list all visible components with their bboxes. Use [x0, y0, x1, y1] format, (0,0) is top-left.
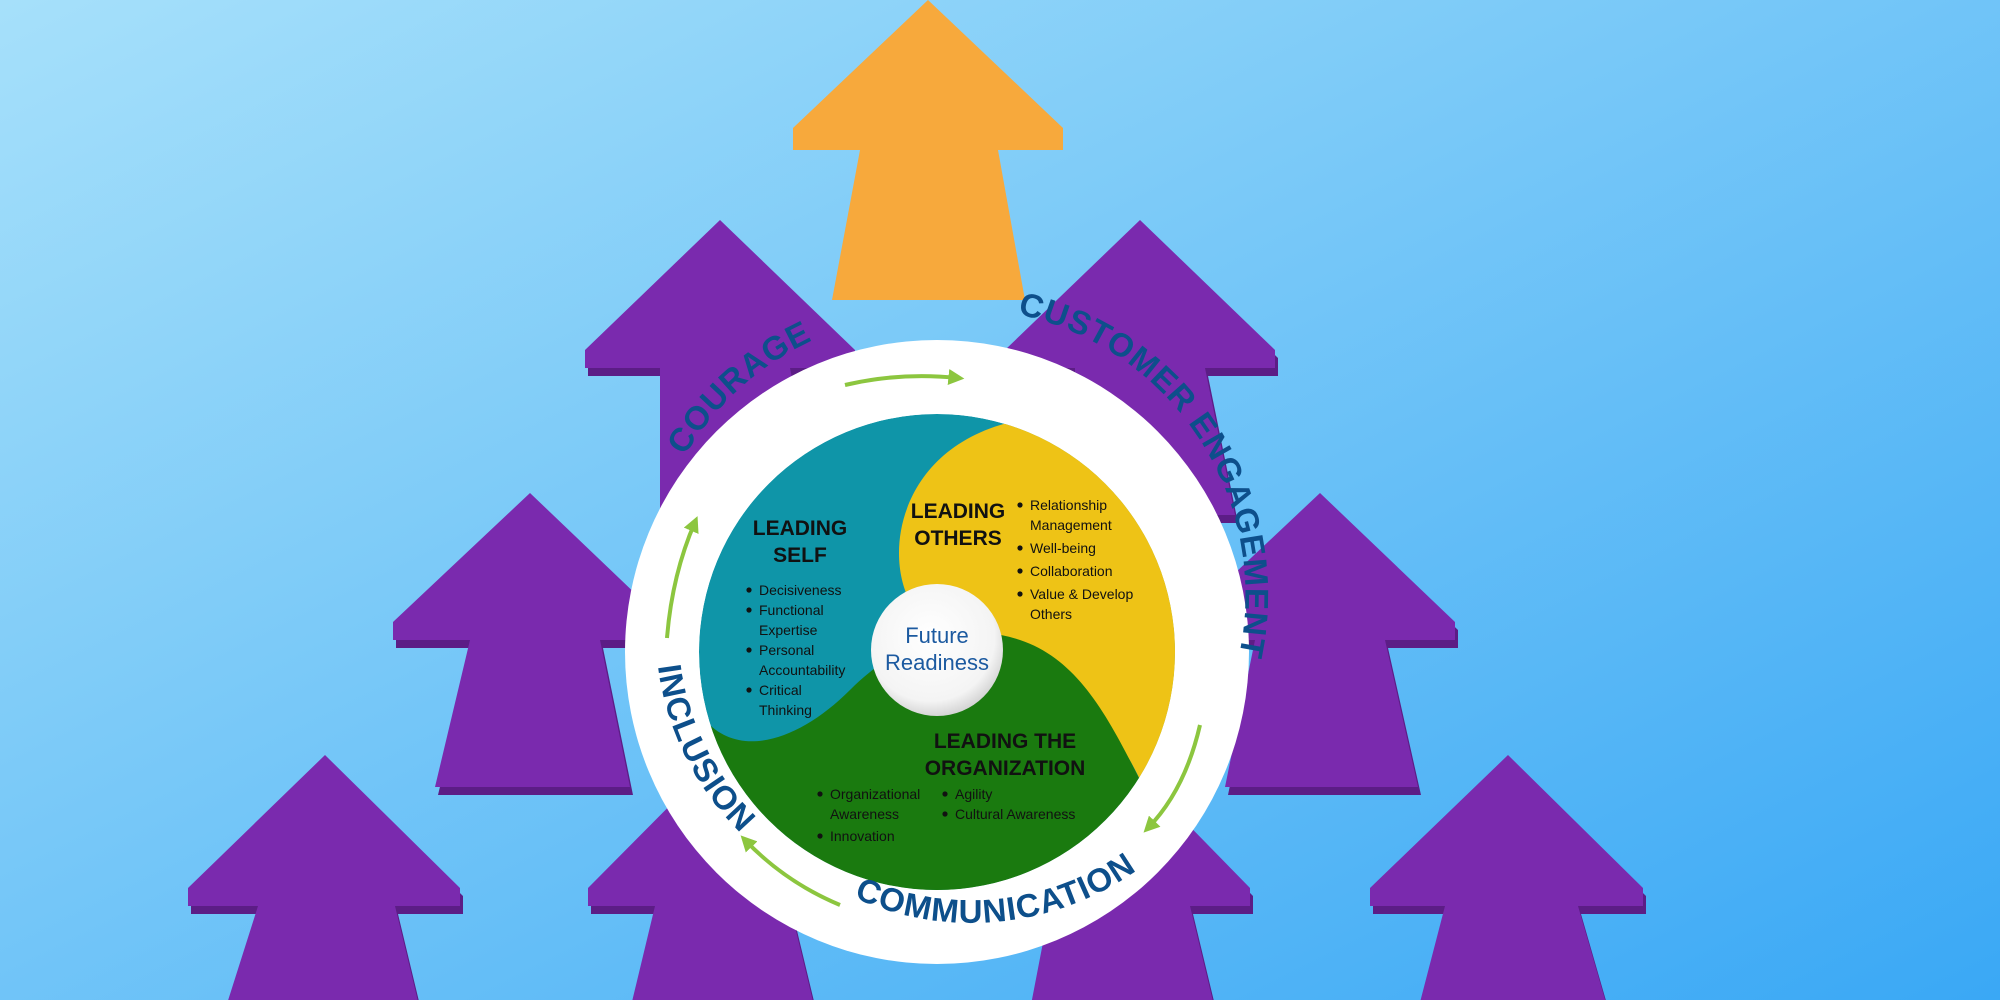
bullet-text: Relationship: [1030, 497, 1107, 513]
orange-arrow-icon: [793, 0, 1063, 300]
bullet-dot-icon: [817, 791, 823, 797]
bullet-text: Management: [1030, 517, 1112, 533]
leading-org-title1: LEADING THE: [934, 730, 1076, 753]
leading-org-title2: ORGANIZATION: [925, 757, 1086, 780]
center-circle: [871, 584, 1003, 716]
bullet-text: Innovation: [830, 828, 895, 844]
bullet-text: Awareness: [830, 806, 899, 822]
bullet-dot-icon: [746, 687, 752, 693]
purple-arrow-icon: [393, 493, 668, 795]
bullet-text: Well-being: [1030, 540, 1096, 556]
bullet-dot-icon: [746, 607, 752, 613]
leading-others-segment: [899, 420, 1175, 790]
center-label-line1: Future: [905, 623, 969, 648]
purple-arrow-icon: [188, 755, 463, 1000]
ring-arrows: [665, 369, 1202, 907]
bullet-dot-icon: [942, 811, 948, 817]
bullet-text: Value & Develop: [1030, 586, 1133, 602]
bullet-text: Functional: [759, 602, 824, 618]
bullet-dot-icon: [746, 587, 752, 593]
bullet-dot-icon: [1017, 568, 1023, 574]
leading-self-block: LEADING SELF DecisivenessFunctionalExper…: [746, 517, 847, 718]
leading-organization-block: LEADING THE ORGANIZATION OrganizationalA…: [817, 730, 1085, 844]
bullet-text: Others: [1030, 606, 1072, 622]
bullet-text: Expertise: [759, 622, 818, 638]
bullet-text: Decisiveness: [759, 582, 841, 598]
leading-others-title1: LEADING: [911, 500, 1006, 523]
bullet-dot-icon: [817, 833, 823, 839]
arrow-customer-to-communication-icon: [1143, 724, 1202, 833]
leading-self-title2: SELF: [773, 544, 827, 567]
arrow-communication-to-inclusion-icon: [740, 835, 841, 907]
purple-arrow-icon: [1370, 755, 1646, 1000]
purple-arrow-icon: [1005, 220, 1278, 523]
leading-others-title2: OTHERS: [914, 527, 1002, 550]
center-label-line2: Readiness: [885, 650, 989, 675]
leading-self-bullets: DecisivenessFunctionalExpertisePersonalA…: [746, 582, 845, 718]
arrow-inclusion-to-courage-icon: [665, 516, 699, 639]
bullet-dot-icon: [1017, 591, 1023, 597]
purple-arrow-icon: [1183, 493, 1458, 795]
leading-others-bullets: RelationshipManagementWell-beingCollabor…: [1017, 497, 1133, 622]
leading-organization-segment: [705, 632, 1145, 890]
bullet-dot-icon: [1017, 545, 1023, 551]
bullet-text: Thinking: [759, 702, 812, 718]
arrows-group: [188, 0, 1646, 1000]
bullet-text: Organizational: [830, 786, 920, 802]
bullet-text: Critical: [759, 682, 802, 698]
leading-others-block: LEADING OTHERS RelationshipManagementWel…: [911, 497, 1134, 622]
bullet-text: Agility: [955, 786, 992, 802]
bullet-dot-icon: [746, 647, 752, 653]
bullet-text: Accountability: [759, 662, 845, 678]
bullet-text: Cultural Awareness: [955, 806, 1075, 822]
bullet-text: Collaboration: [1030, 563, 1113, 579]
bullet-dot-icon: [942, 791, 948, 797]
bullet-dot-icon: [1017, 502, 1023, 508]
leading-self-title1: LEADING: [753, 517, 848, 540]
bullet-text: Personal: [759, 642, 814, 658]
arrow-courage-to-customer-icon: [844, 369, 965, 387]
